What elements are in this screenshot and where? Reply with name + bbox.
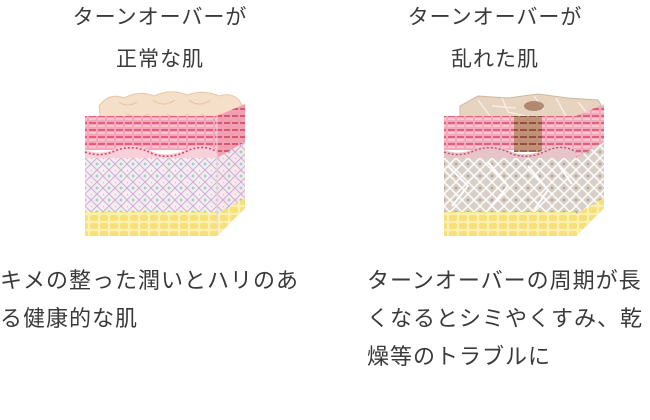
healthy-skin-illustration — [84, 91, 246, 236]
title-line-1: ターンオーバーが — [72, 5, 248, 29]
panel-title: ターンオーバーが 正常な肌 — [0, 0, 320, 80]
panel-description: ターンオーバーの周期が長くなるとシミやくすみ、乾燥等のトラブルに — [367, 269, 644, 370]
panel-disturbed-skin: ターンオーバーが 乱れた肌 — [345, 0, 645, 370]
title-line-1: ターンオーバーが — [407, 5, 583, 29]
title-line-2: 正常な肌 — [116, 47, 204, 71]
panel-description: キメの整った潤いとハリのある健康的な肌 — [0, 269, 300, 332]
panel-title: ターンオーバーが 乱れた肌 — [335, 0, 650, 80]
panel-normal-skin: ターンオーバーが 正常な肌 — [0, 0, 300, 332]
title-line-2: 乱れた肌 — [451, 47, 539, 71]
damaged-skin-illustration — [443, 93, 605, 236]
